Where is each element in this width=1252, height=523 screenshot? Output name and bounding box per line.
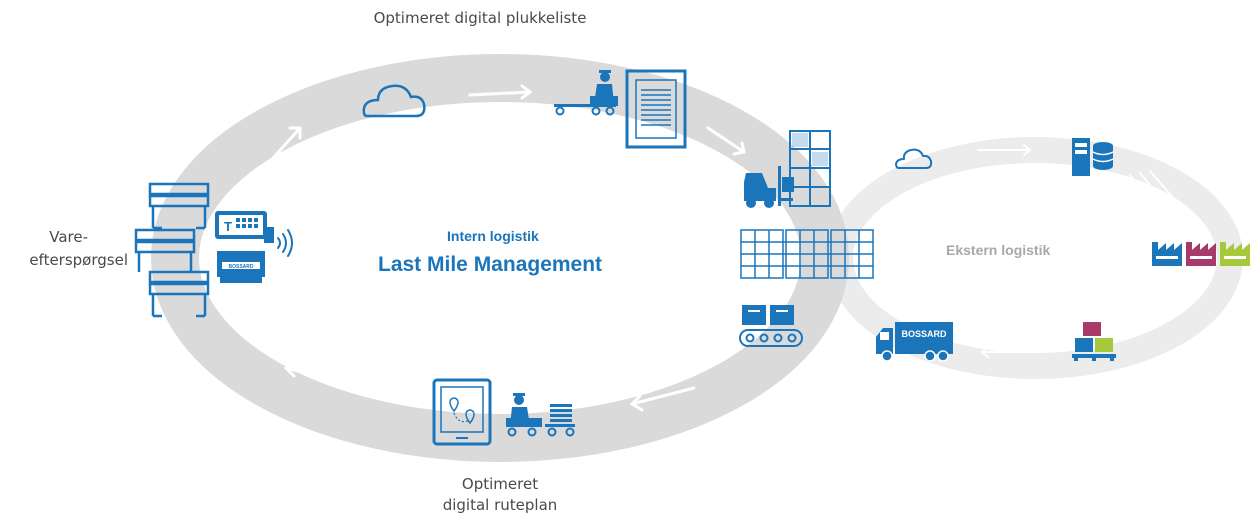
factories-icon — [1152, 242, 1250, 266]
server-database-icon — [1072, 138, 1114, 176]
smart-bin-reader-icon: T BOSSARD — [215, 211, 274, 283]
worker-cart-icon — [554, 70, 618, 116]
internal-ring — [151, 54, 849, 462]
shelf-icon — [134, 228, 196, 272]
shelf-icon — [148, 270, 210, 318]
delivery-cart-icon — [506, 393, 575, 437]
external-title: Ekstern logistik — [946, 242, 1051, 258]
warehouse-racks-icon — [740, 229, 874, 279]
wireless-signal-icon — [277, 229, 293, 257]
shelf-icon — [148, 182, 210, 230]
document-icon — [625, 69, 687, 149]
arrow-icon — [977, 144, 1201, 358]
center-subtitle: Intern logistik — [447, 228, 539, 244]
pallet-rack-icon — [789, 130, 831, 207]
cloud-icon — [895, 148, 933, 169]
conveyor-boxes-icon — [739, 305, 803, 347]
bin-brand-label: BOSSARD — [228, 264, 253, 270]
svg-text:T: T — [224, 219, 232, 234]
tablet-map-icon — [432, 378, 492, 446]
left-label-line1: Vare- — [49, 228, 88, 246]
delivery-truck-icon: BOSSARD — [876, 322, 953, 362]
arrow-icon — [246, 84, 746, 412]
cloud-icon — [362, 84, 426, 118]
bottom-label-line2: digital ruteplan — [442, 496, 558, 514]
bottom-label-line1: Optimeret — [461, 475, 539, 493]
top-label: Optimeret digital plukkeliste — [373, 9, 587, 27]
center-title: Last Mile Management — [378, 253, 603, 276]
truck-brand-label: BOSSARD — [901, 329, 947, 339]
stacked-boxes-icon — [1072, 322, 1116, 361]
left-label-line2: efterspørgsel — [29, 251, 128, 269]
